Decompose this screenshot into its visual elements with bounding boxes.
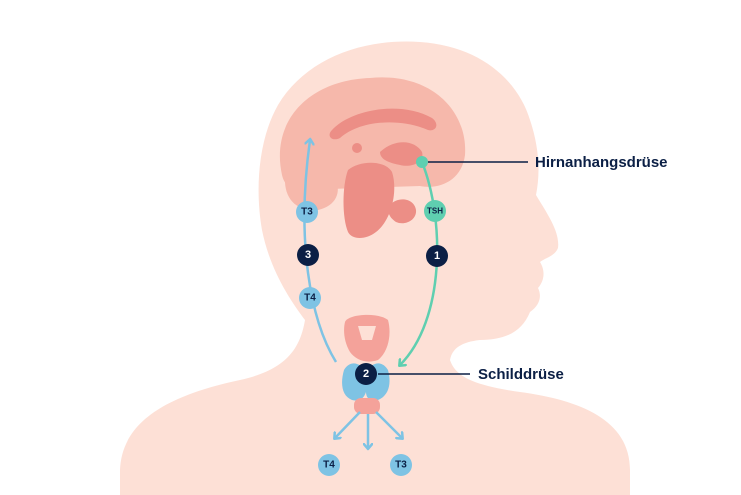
t4-output-text: T4: [323, 460, 335, 471]
step-3-text: 3: [305, 249, 311, 261]
t3-feedback-badge: T3: [296, 201, 318, 223]
t3-feedback-text: T3: [301, 207, 313, 218]
step-2-badge: 2: [355, 363, 377, 385]
step-3-badge: 3: [297, 244, 319, 266]
step-1-text: 1: [434, 250, 440, 262]
step-1-badge: 1: [426, 245, 448, 267]
tsh-badge: TSH: [424, 200, 446, 222]
t4-feedback-text: T4: [304, 293, 316, 304]
larynx: [344, 314, 390, 362]
thyroid-label: Schilddrüse: [478, 366, 564, 383]
feedback-arrow: [303, 140, 338, 363]
output-arrows: [335, 411, 402, 448]
t3-output-text: T3: [395, 460, 407, 471]
t4-output-badge: T4: [318, 454, 340, 476]
head-silhouette: [120, 41, 630, 495]
t3-output-badge: T3: [390, 454, 412, 476]
tsh-pathway-arrow: [400, 161, 439, 365]
pituitary-label: Hirnanhangsdrüse: [535, 154, 668, 171]
pituitary-dot: [416, 156, 428, 168]
t4-feedback-badge: T4: [299, 287, 321, 309]
tsh-badge-text: TSH: [427, 207, 443, 216]
step-2-text: 2: [363, 368, 369, 380]
